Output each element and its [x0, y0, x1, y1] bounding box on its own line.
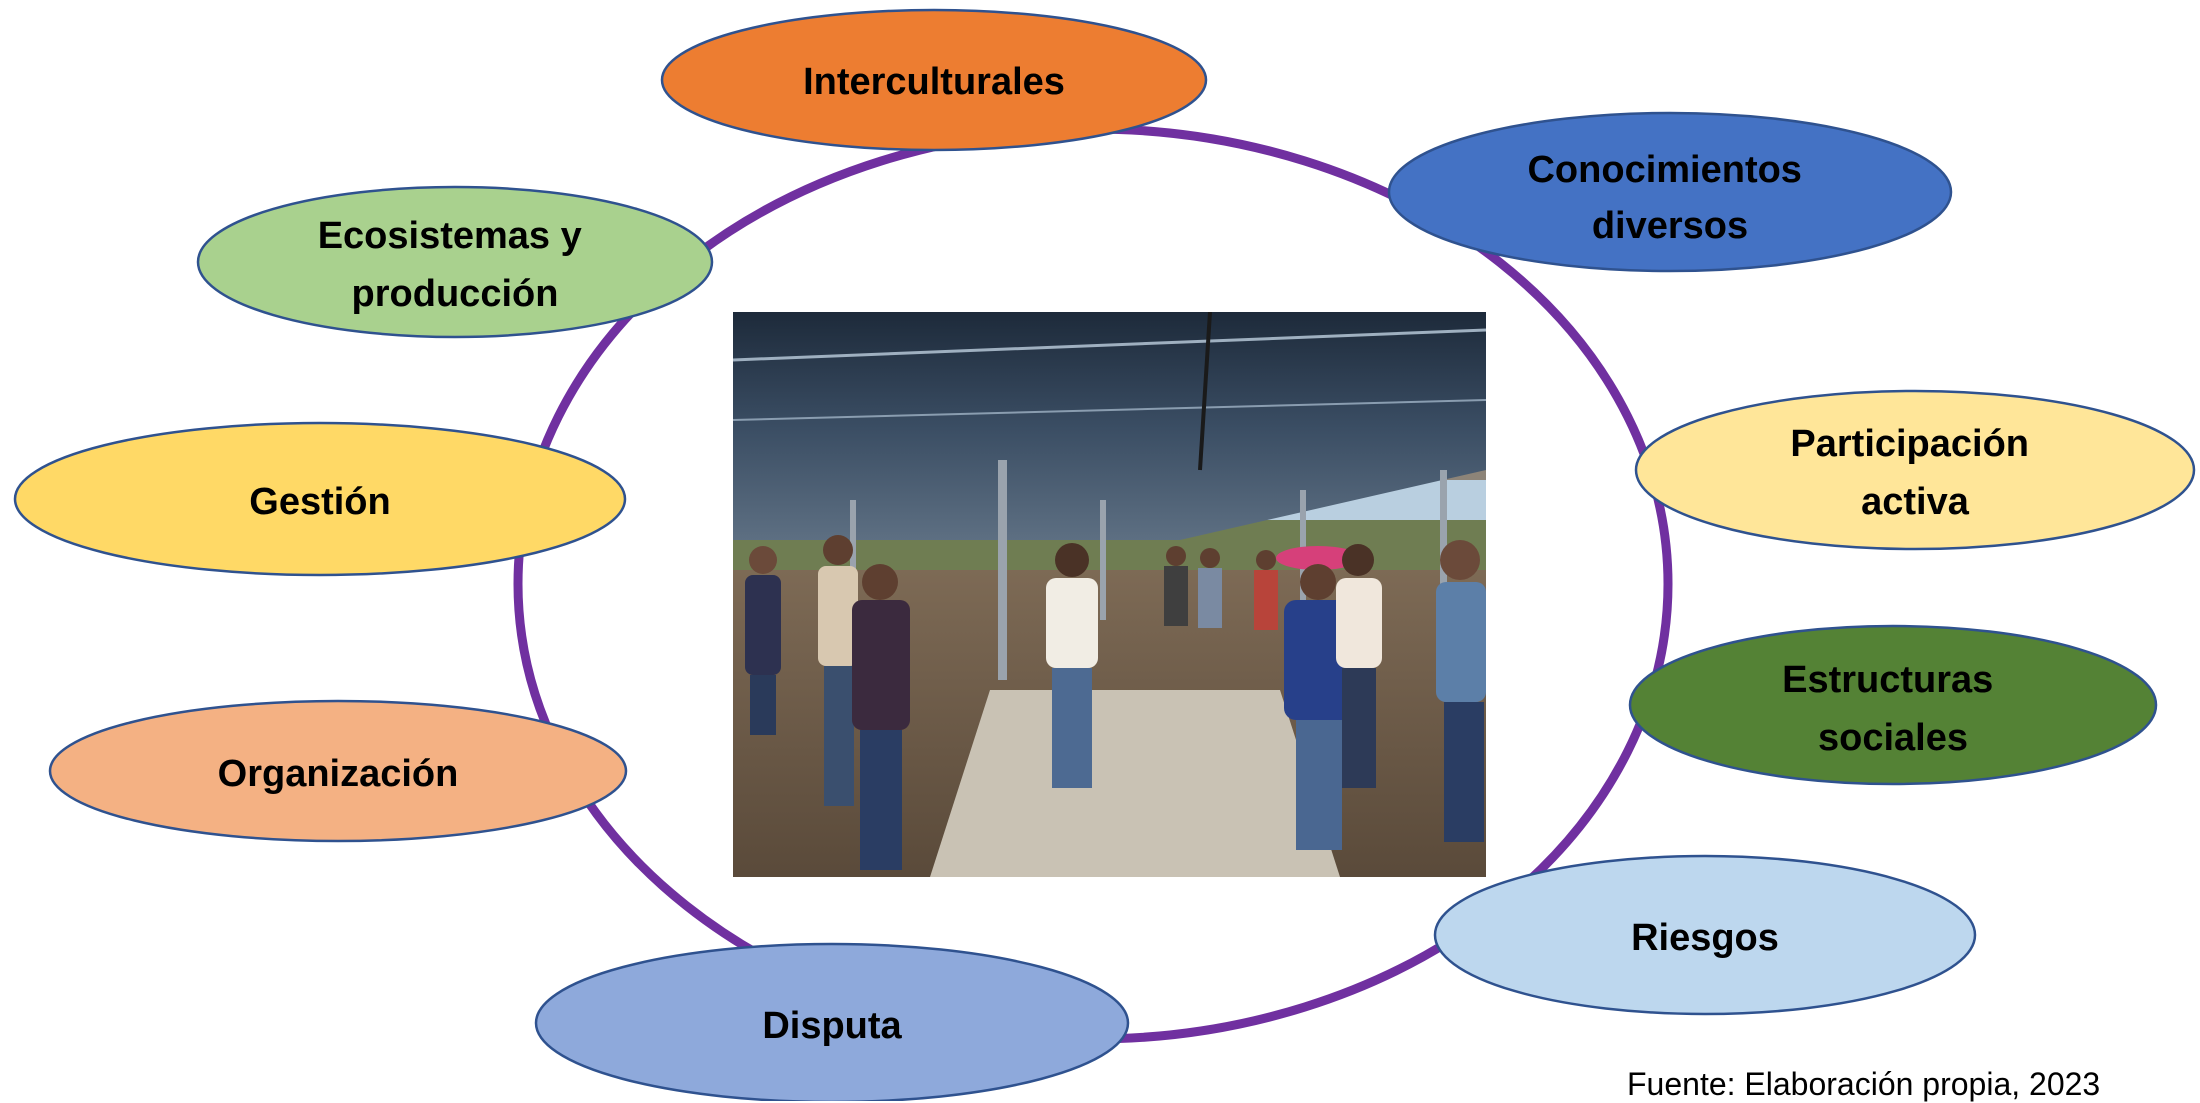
node-estructuras-sociales: Estructuras sociales	[1628, 624, 2158, 786]
node-label-participacion-activa: Participación activa	[1790, 423, 2039, 523]
node-label-ecosistemas-produccion: Ecosistemas y producción	[318, 215, 593, 315]
node-label-estructuras-sociales: Estructuras sociales	[1782, 659, 2004, 759]
source-note: Fuente: Elaboración propia, 2023	[1627, 1066, 2101, 1102]
node-label-conocimientos-diversos: Conocimientos diversos	[1527, 149, 1812, 247]
node-gestion: Gestión	[13, 421, 627, 577]
node-disputa: Disputa	[534, 942, 1130, 1101]
node-participacion-activa: Participación activa	[1634, 389, 2196, 551]
node-riesgos: Riesgos	[1433, 854, 1977, 1016]
node-label-interculturales: Interculturales	[803, 61, 1065, 103]
node-interculturales: Interculturales	[660, 8, 1208, 152]
center-photo	[733, 312, 1486, 877]
node-organizacion: Organización	[48, 699, 628, 843]
node-label-disputa: Disputa	[762, 1005, 902, 1047]
node-label-riesgos: Riesgos	[1631, 917, 1779, 959]
node-label-organizacion: Organización	[218, 753, 459, 795]
node-conocimientos-diversos: Conocimientos diversos	[1387, 111, 1953, 273]
node-label-gestion: Gestión	[249, 481, 390, 523]
node-ecosistemas-produccion: Ecosistemas y producción	[196, 185, 714, 339]
